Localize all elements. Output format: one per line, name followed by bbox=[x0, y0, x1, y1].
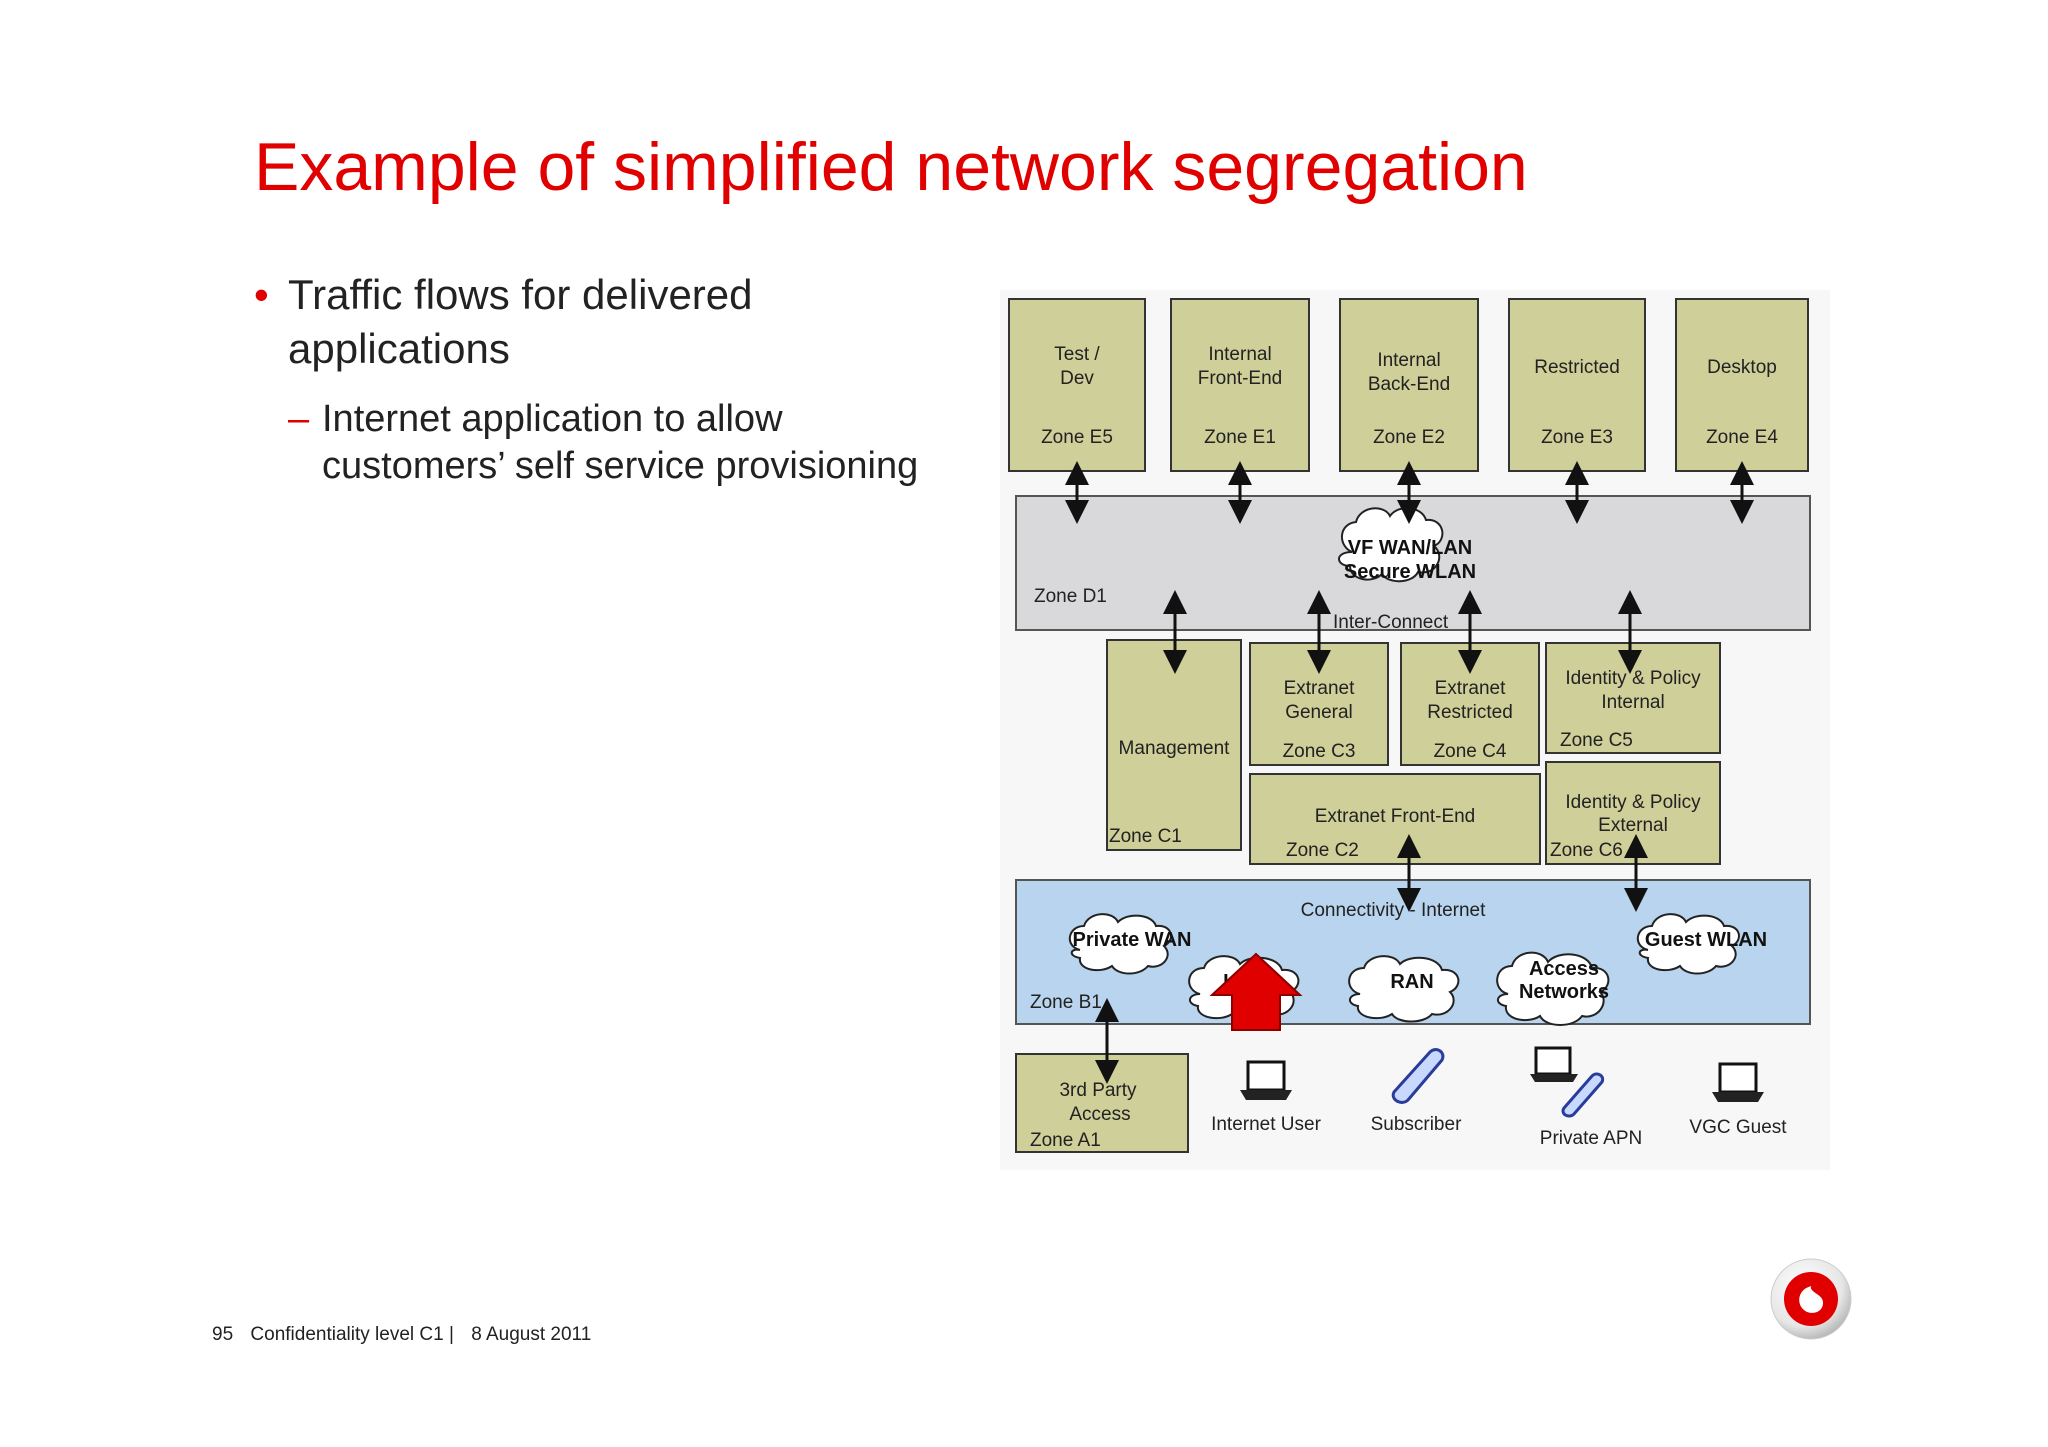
zone-a1-third-party-box: 3rd Party Access Zone A1 bbox=[1015, 1053, 1189, 1153]
bullet-text: Traffic flows for delivered applications bbox=[288, 271, 753, 372]
svg-text:Extranet: Extranet bbox=[1284, 678, 1355, 699]
svg-text:Zone D1: Zone D1 bbox=[1034, 586, 1107, 607]
svg-text:Zone C2: Zone C2 bbox=[1286, 840, 1359, 861]
access-networks-cloud: Access Networks bbox=[1496, 951, 1610, 1026]
svg-text:Restricted: Restricted bbox=[1427, 702, 1513, 723]
network-diagram: Test / Dev Zone E5 Internal Front-End Zo… bbox=[1000, 290, 1830, 1170]
svg-text:Zone C3: Zone C3 bbox=[1283, 741, 1356, 762]
svg-text:Zone E2: Zone E2 bbox=[1373, 427, 1445, 448]
highlight-red-arrow-icon bbox=[1209, 952, 1303, 1031]
svg-text:Back-End: Back-End bbox=[1368, 374, 1450, 395]
svg-text:Networks: Networks bbox=[1519, 981, 1609, 1003]
svg-text:Private WAN: Private WAN bbox=[1073, 929, 1192, 951]
extranet-restricted-box: Extranet Restricted Zone C4 bbox=[1400, 642, 1540, 766]
svg-text:Zone E5: Zone E5 bbox=[1041, 427, 1113, 448]
sub-bullet-text: Internet application to allow customers’… bbox=[322, 398, 919, 487]
svg-text:Internal: Internal bbox=[1377, 350, 1440, 371]
endpoint-vgc-guest: VGC Guest bbox=[1689, 1117, 1787, 1138]
svg-text:Zone E4: Zone E4 bbox=[1706, 427, 1778, 448]
svg-text:Front-End: Front-End bbox=[1198, 368, 1282, 389]
svg-text:Internal: Internal bbox=[1208, 344, 1271, 365]
svg-text:Management: Management bbox=[1119, 738, 1231, 759]
svg-text:Zone E3: Zone E3 bbox=[1541, 427, 1613, 448]
mobile-phone-icon bbox=[1391, 1048, 1445, 1104]
svg-text:Access: Access bbox=[1069, 1104, 1130, 1125]
slide-title: Example of simplified network segregatio… bbox=[254, 129, 1528, 205]
svg-text:Extranet: Extranet bbox=[1435, 678, 1506, 699]
svg-text:Extranet Front-End: Extranet Front-End bbox=[1315, 806, 1476, 827]
ran-cloud: RAN bbox=[1348, 955, 1460, 1023]
zone-e5-box: Test / Dev Zone E5 bbox=[1008, 298, 1146, 472]
zone-e3-box: Restricted Zone E3 bbox=[1508, 298, 1646, 472]
svg-text:Inter-Connect: Inter-Connect bbox=[1333, 612, 1449, 633]
endpoint-subscriber: Subscriber bbox=[1371, 1114, 1462, 1135]
svg-text:Zone C1: Zone C1 bbox=[1109, 826, 1182, 847]
vf-wan-lan-cloud: VF WAN/LAN Secure WLAN bbox=[1338, 507, 1476, 583]
identity-internal-box: Identity & Policy Internal Zone C5 bbox=[1545, 642, 1721, 754]
guest-wlan-cloud: Guest WLAN bbox=[1637, 913, 1767, 975]
bullet-level-2: – Internet application to allow customer… bbox=[254, 396, 954, 490]
svg-text:Zone C4: Zone C4 bbox=[1434, 741, 1507, 762]
svg-text:Zone C6: Zone C6 bbox=[1550, 840, 1623, 861]
svg-text:RAN: RAN bbox=[1390, 971, 1433, 993]
bullet-dot-icon: • bbox=[254, 271, 269, 318]
svg-text:Zone C5: Zone C5 bbox=[1560, 730, 1633, 751]
extranet-frontend-box: Extranet Front-End Zone C2 bbox=[1249, 773, 1541, 865]
brand-logo-icon bbox=[1770, 1258, 1852, 1340]
svg-text:Secure WLAN: Secure WLAN bbox=[1344, 561, 1476, 583]
laptop-and-phone-icon bbox=[1530, 1046, 1605, 1118]
svg-text:3rd Party: 3rd Party bbox=[1059, 1080, 1137, 1101]
slide-footer: 95 Confidentiality level C1 | 8 August 2… bbox=[212, 1324, 603, 1346]
svg-text:Zone A1: Zone A1 bbox=[1030, 1130, 1101, 1151]
identity-external-box: Identity & Policy External Zone C6 bbox=[1545, 761, 1721, 865]
bullet-dash-icon: – bbox=[288, 398, 310, 440]
svg-text:Identity & Policy: Identity & Policy bbox=[1565, 668, 1701, 689]
laptop-icon bbox=[1240, 1060, 1292, 1100]
bullet-level-1: • Traffic flows for delivered applicatio… bbox=[254, 268, 954, 376]
zone-e4-box: Desktop Zone E4 bbox=[1675, 298, 1809, 472]
zone-e1-box: Internal Front-End Zone E1 bbox=[1170, 298, 1310, 472]
svg-text:Identity & Policy: Identity & Policy bbox=[1565, 792, 1701, 813]
svg-text:Connectivity - Internet: Connectivity - Internet bbox=[1301, 900, 1487, 921]
page-number: 95 bbox=[212, 1324, 234, 1345]
svg-text:Dev: Dev bbox=[1060, 368, 1094, 389]
extranet-general-box: Extranet General Zone C3 bbox=[1249, 642, 1389, 766]
endpoint-private-apn: Private APN bbox=[1540, 1128, 1642, 1149]
svg-text:Restricted: Restricted bbox=[1534, 357, 1620, 378]
svg-text:External: External bbox=[1598, 815, 1668, 836]
footer-date: 8 August 2011 bbox=[471, 1324, 592, 1345]
svg-text:Access: Access bbox=[1529, 958, 1599, 980]
flow-arrows bbox=[1065, 461, 1754, 1084]
management-zone-box: Management Zone C1 bbox=[1106, 639, 1242, 851]
confidentiality-label: Confidentiality level C1 | bbox=[250, 1324, 454, 1345]
laptop-icon bbox=[1712, 1062, 1764, 1102]
bullet-list: • Traffic flows for delivered applicatio… bbox=[254, 268, 954, 490]
svg-text:VF WAN/LAN: VF WAN/LAN bbox=[1348, 537, 1472, 559]
svg-text:Guest WLAN: Guest WLAN bbox=[1645, 929, 1767, 951]
svg-text:Internal: Internal bbox=[1601, 692, 1664, 713]
svg-text:Zone E1: Zone E1 bbox=[1204, 427, 1276, 448]
svg-text:Zone B1: Zone B1 bbox=[1030, 992, 1102, 1013]
private-wan-cloud: Private WAN bbox=[1069, 913, 1192, 975]
zone-e2-box: Internal Back-End Zone E2 bbox=[1339, 298, 1479, 472]
svg-text:Test /: Test / bbox=[1054, 344, 1100, 365]
svg-text:General: General bbox=[1285, 702, 1353, 723]
endpoint-internet-user: Internet User bbox=[1211, 1114, 1321, 1135]
svg-text:Desktop: Desktop bbox=[1707, 357, 1777, 378]
